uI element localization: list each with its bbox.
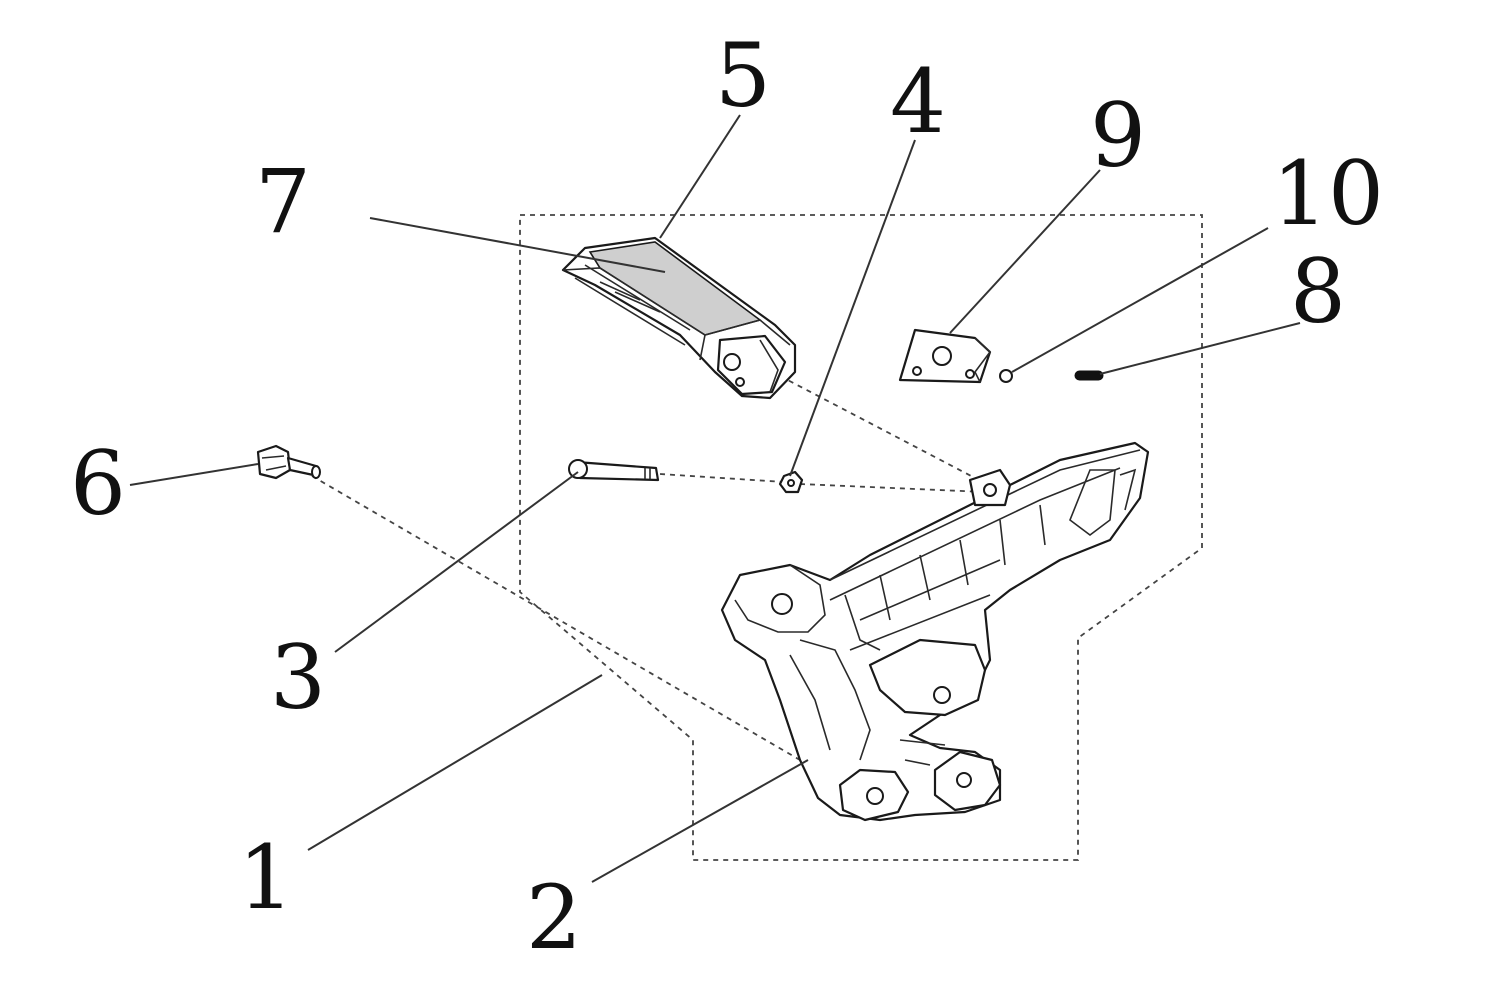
callout-2: 2 xyxy=(526,866,582,969)
callout-4: 4 xyxy=(890,50,946,153)
axis-footrest-to-bracket xyxy=(779,375,976,479)
leader-4 xyxy=(789,139,916,477)
washer xyxy=(999,369,1013,383)
callout-8: 8 xyxy=(1290,240,1346,343)
axis-nut-to-bracket xyxy=(799,483,986,493)
leader-9 xyxy=(949,169,1101,334)
assembly-boundary xyxy=(519,214,1203,861)
leader-1 xyxy=(307,674,603,851)
leader-8 xyxy=(1099,322,1301,375)
leader-3 xyxy=(334,471,579,653)
nut xyxy=(778,470,804,494)
callout-7: 7 xyxy=(255,150,311,253)
callout-6: 6 xyxy=(70,432,126,535)
axis-bolt-to-bracket xyxy=(311,475,801,761)
small-pin xyxy=(1074,370,1104,381)
main-bracket xyxy=(720,441,1150,822)
callout-9: 9 xyxy=(1090,84,1146,187)
leader-2 xyxy=(591,759,809,883)
footrest-peg xyxy=(561,236,797,400)
leader-5 xyxy=(659,114,741,239)
callout-3: 3 xyxy=(270,626,326,729)
callout-1: 1 xyxy=(238,826,294,929)
axis-pin-to-nut xyxy=(659,473,785,483)
callout-10: 10 xyxy=(1272,142,1384,245)
long-pin xyxy=(568,459,660,482)
callout-5: 5 xyxy=(715,24,771,127)
bolt xyxy=(256,444,321,480)
leader-6 xyxy=(129,463,259,486)
plate xyxy=(898,328,992,384)
leader-10 xyxy=(1011,227,1269,373)
leader-7 xyxy=(369,217,666,273)
